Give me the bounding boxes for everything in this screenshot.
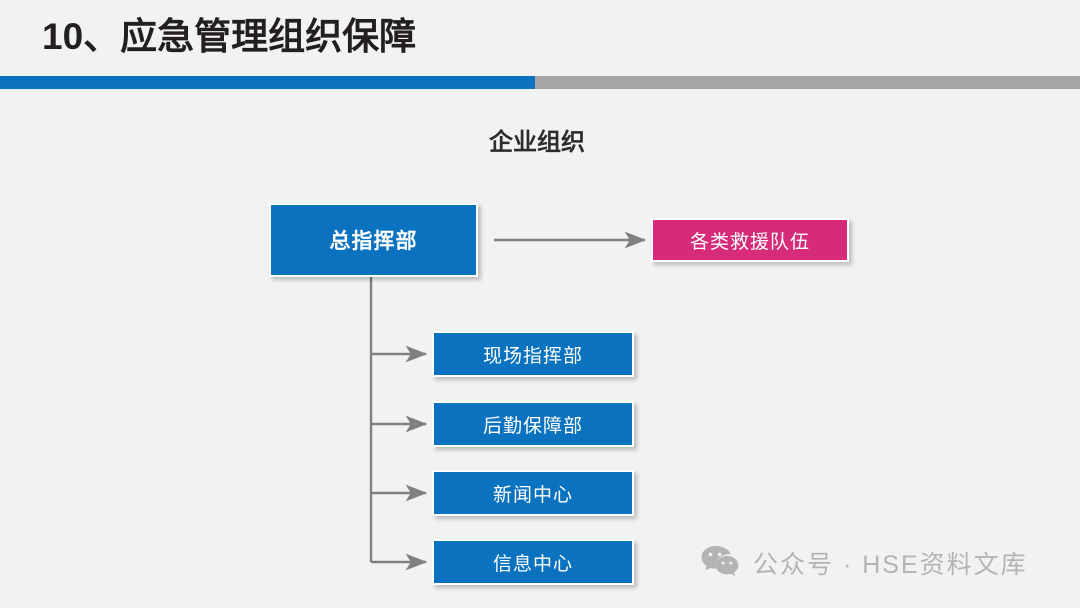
org-node-rescue-teams[interactable]: 各类救援队伍 (651, 218, 849, 262)
org-node-root[interactable]: 总指挥部 (269, 203, 478, 277)
org-node-child-4[interactable]: 信息中心 (432, 539, 634, 585)
slide-header: 10、应急管理组织保障 (0, 0, 1080, 76)
header-rule-blue (0, 76, 535, 89)
section-heading: 企业组织 (489, 129, 585, 156)
org-node-child-2[interactable]: 后勤保障部 (432, 401, 634, 447)
watermark-text: 公众号 · HSE资料文库 (753, 550, 1028, 579)
page-title: 10、应急管理组织保障 (42, 16, 417, 57)
org-node-child-1[interactable]: 现场指挥部 (432, 331, 634, 377)
wechat-icon (700, 544, 740, 581)
org-node-child-3[interactable]: 新闻中心 (432, 470, 634, 516)
watermark: 公众号 · HSE资料文库 (700, 544, 1028, 581)
